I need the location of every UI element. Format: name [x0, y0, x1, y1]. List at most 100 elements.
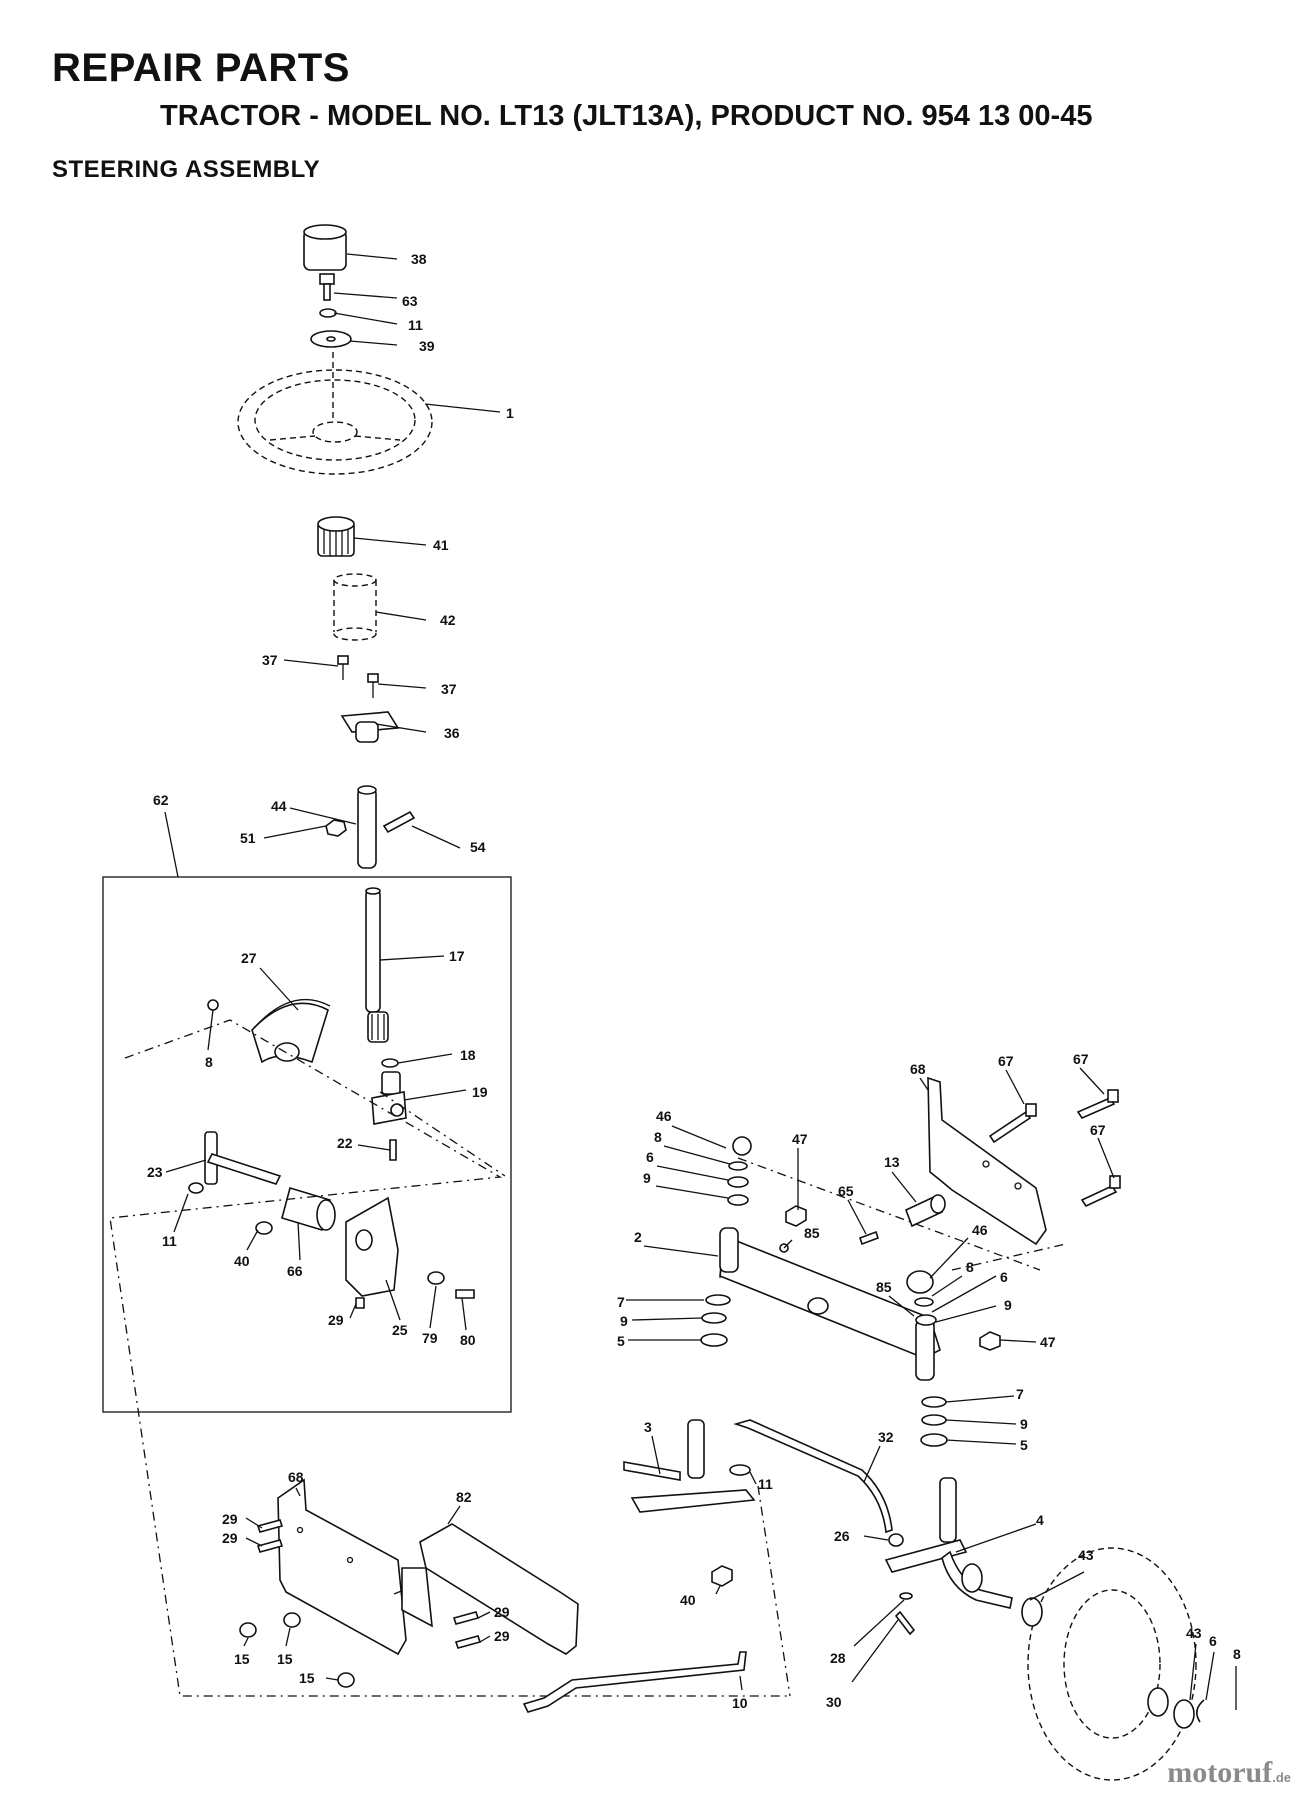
- part-sector-gear: [207, 998, 331, 1064]
- callout: 54: [470, 839, 486, 855]
- callout: 62: [153, 792, 169, 808]
- part-nut-40: [711, 1565, 733, 1587]
- callout: 63: [402, 293, 418, 309]
- callout: 11: [162, 1233, 177, 1249]
- part-support-bracket: [345, 1196, 475, 1309]
- callout: 28: [830, 1650, 846, 1666]
- callout: 9: [620, 1313, 628, 1329]
- callout: 27: [241, 950, 257, 966]
- callout: 36: [444, 725, 460, 741]
- part-spacer: [281, 1186, 336, 1232]
- callout: 15: [277, 1651, 293, 1667]
- callout: 46: [972, 1222, 988, 1238]
- part-callouts: 38 63 11 39 1 41 42 37 37 36 62 44 51 54…: [147, 251, 1241, 1711]
- part-screws: [337, 655, 379, 698]
- watermark-suffix: .de: [1272, 1770, 1291, 1785]
- callout: 41: [433, 537, 449, 553]
- callout: 42: [440, 612, 456, 628]
- part-washer-28: [899, 1592, 913, 1600]
- callout: 1: [506, 405, 514, 421]
- section-heading: STEERING ASSEMBLY: [52, 156, 321, 183]
- part-spacer-13: [858, 1194, 946, 1246]
- callout: 8: [1233, 1646, 1241, 1662]
- part-bolt: [319, 273, 335, 301]
- part-spindle-left: [623, 1419, 756, 1513]
- callout: 8: [654, 1129, 662, 1145]
- callout: 38: [411, 251, 427, 267]
- callout: 80: [460, 1332, 476, 1348]
- part-spindle-right: [884, 1477, 1013, 1609]
- callout: 40: [234, 1253, 250, 1269]
- part-nut-26: [888, 1533, 904, 1547]
- callout: 11: [408, 317, 423, 333]
- part-drag-link: [733, 1419, 893, 1534]
- callout: 29: [328, 1312, 344, 1328]
- part-adapter: [317, 516, 355, 557]
- callout: 37: [262, 652, 278, 668]
- leader-lines: [164, 253, 1237, 1710]
- callout: 43: [1078, 1547, 1094, 1563]
- callout: 67: [1090, 1122, 1106, 1138]
- callout: 5: [617, 1333, 625, 1349]
- callout: 4: [1036, 1512, 1044, 1528]
- steering-gear-kit-box: [102, 876, 512, 1413]
- part-lock-washer: [319, 308, 337, 318]
- callout: 46: [656, 1108, 672, 1124]
- callout: 44: [271, 798, 287, 814]
- callout: 5: [1020, 1437, 1028, 1453]
- callout: 15: [234, 1651, 250, 1667]
- callout: 30: [826, 1694, 842, 1710]
- callout: 29: [222, 1511, 238, 1527]
- callout: 68: [910, 1061, 926, 1077]
- callout: 11: [758, 1476, 773, 1492]
- callout: 39: [419, 338, 435, 354]
- callout: 17: [449, 948, 465, 964]
- part-tie-rod: [522, 1651, 747, 1713]
- part-front-axle: [719, 1227, 941, 1381]
- watermark: motoruf.de: [1167, 1756, 1291, 1790]
- part-bearing-bracket: [371, 1071, 407, 1161]
- callout: 79: [422, 1330, 438, 1346]
- callout: 67: [998, 1053, 1014, 1069]
- callout: 6: [646, 1149, 654, 1165]
- callout: 25: [392, 1322, 408, 1338]
- callout: 26: [834, 1528, 850, 1544]
- part-mounting-bracket: [927, 1076, 1047, 1246]
- part-cap: [303, 224, 347, 271]
- callout: 18: [460, 1047, 476, 1063]
- part-bushing: [340, 711, 400, 743]
- page-title: REPAIR PARTS: [52, 46, 350, 90]
- callout: 9: [1004, 1297, 1012, 1313]
- part-cotter-pin: [894, 1610, 916, 1636]
- callout: 40: [680, 1592, 696, 1608]
- callout: 47: [1040, 1334, 1056, 1350]
- callout: 7: [1016, 1386, 1024, 1402]
- callout: 85: [804, 1225, 820, 1241]
- part-boot: [333, 573, 377, 641]
- callout: 65: [838, 1183, 854, 1199]
- part-washer-18: [381, 1058, 399, 1068]
- callout: 6: [1000, 1269, 1008, 1285]
- part-wheel: [1021, 1547, 1205, 1781]
- callout: 66: [287, 1263, 303, 1279]
- part-steering-shaft: [325, 785, 416, 869]
- callout: 8: [205, 1054, 213, 1070]
- part-steering-axle: [188, 1131, 282, 1235]
- callout: 85: [876, 1279, 892, 1295]
- callout: 47: [792, 1131, 808, 1147]
- callout: 6: [1209, 1633, 1217, 1649]
- callout: 22: [337, 1135, 353, 1151]
- part-nuts-15: [239, 1612, 355, 1688]
- part-steering-wheel: [237, 352, 433, 475]
- callout: 51: [240, 830, 256, 846]
- part-bolts-67: [988, 1089, 1121, 1208]
- part-bolts-29: [256, 1519, 482, 1649]
- callout: 82: [456, 1489, 472, 1505]
- callout: 32: [878, 1429, 894, 1445]
- callout: 37: [441, 681, 457, 697]
- callout: 67: [1073, 1051, 1089, 1067]
- callout: 13: [884, 1154, 900, 1170]
- callout: 68: [288, 1469, 304, 1485]
- model-subtitle: TRACTOR - MODEL NO. LT13 (JLT13A), PRODU…: [160, 100, 1093, 132]
